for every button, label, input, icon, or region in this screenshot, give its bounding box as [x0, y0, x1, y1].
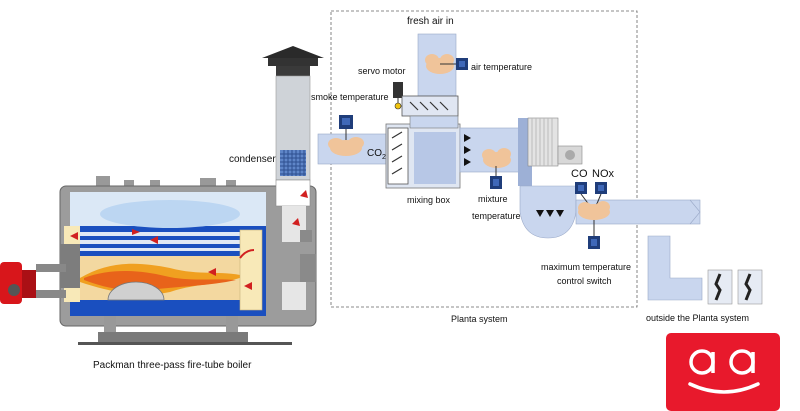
outlet-arrows	[536, 210, 564, 217]
exhaust-cloud	[578, 201, 610, 220]
brand-logo	[666, 333, 780, 411]
boiler	[59, 176, 317, 345]
fresh-air-in-label: fresh air in	[407, 16, 454, 27]
nox-sensor	[595, 182, 607, 207]
boiler-caption: Packman three-pass fire-tube boiler	[93, 360, 252, 371]
air-cloud	[425, 54, 454, 74]
nox-label: NOx	[592, 168, 615, 180]
outside-duct	[647, 235, 703, 301]
max-temp-label-line2: control switch	[557, 276, 612, 286]
air-damper	[401, 95, 459, 117]
servo-motor-label: servo motor	[358, 66, 406, 76]
co2-label: CO2	[367, 148, 386, 161]
smoke-cloud	[328, 137, 364, 156]
outside-damper-2	[737, 269, 763, 305]
mixture-cloud	[482, 148, 511, 168]
mixture-temperature-sensor	[490, 166, 502, 189]
planta-system-label: Planta system	[451, 314, 508, 324]
mixture-label: mixture	[478, 194, 508, 204]
exhaust-duct-end	[689, 199, 701, 225]
flow-arrows	[464, 134, 471, 166]
mixing-box-label: mixing box	[407, 195, 451, 205]
co-label: CO	[571, 168, 588, 180]
smoke-temperature-label: smoke temperature	[311, 92, 389, 102]
max-temp-label-line1: maximum temperature	[541, 262, 631, 272]
air-temperature-sensor	[440, 58, 468, 70]
burner	[0, 262, 66, 304]
outside-planta-label: outside the Planta system	[646, 313, 749, 323]
max-temperature-switch	[588, 220, 600, 249]
mixing-box	[385, 115, 461, 189]
condenser-coil	[280, 150, 306, 176]
air-temperature-label: air temperature	[471, 62, 532, 72]
fan	[518, 117, 583, 186]
condenser-label: condenser	[229, 154, 276, 165]
mixture-temperature-label: temperature	[472, 211, 521, 221]
outside-damper-1	[707, 269, 733, 305]
